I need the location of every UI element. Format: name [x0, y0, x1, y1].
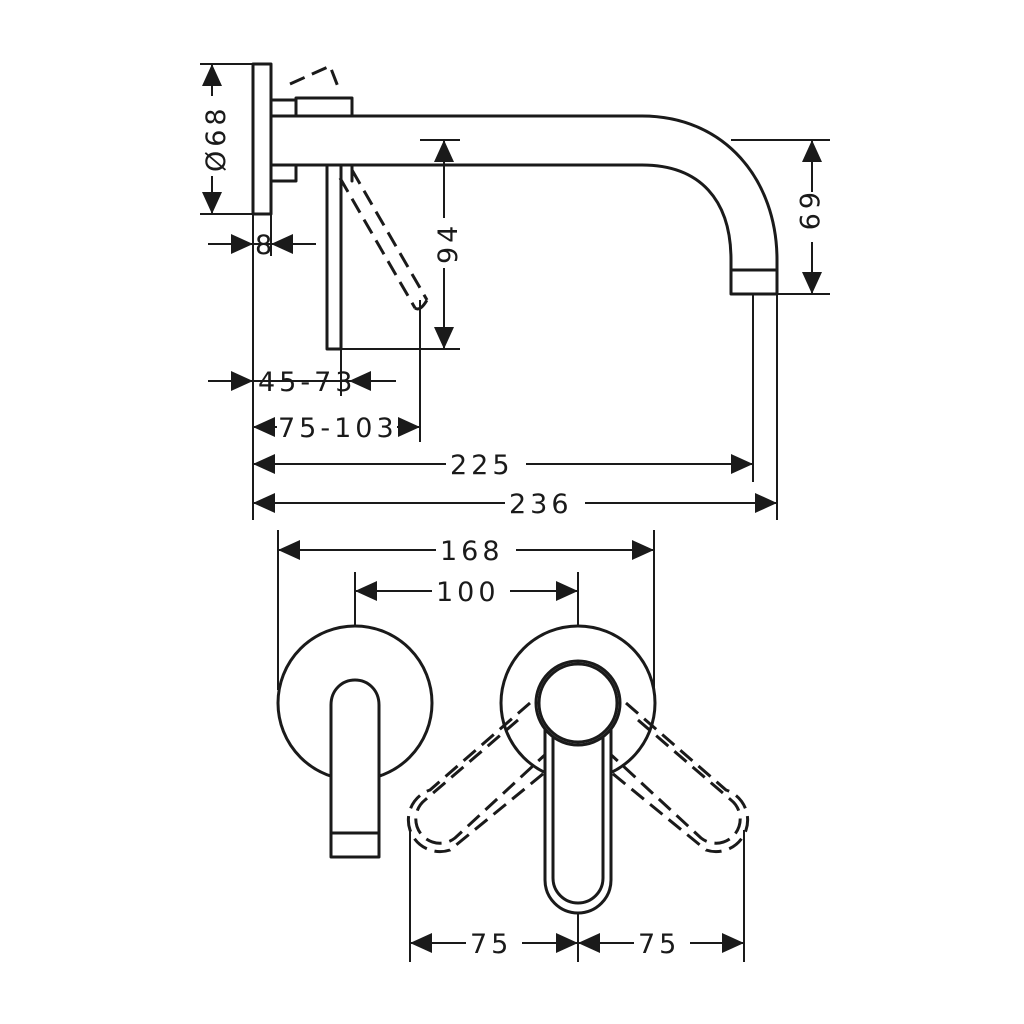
dim-label-lever-drop: 94	[433, 222, 464, 264]
arrow	[231, 371, 253, 391]
arrow	[271, 234, 293, 254]
side-view: Ø68 8 94 69 45-73 75-103 225	[196, 62, 830, 520]
arrow	[802, 140, 822, 162]
lever-swing-right-dashed-inner	[606, 718, 742, 845]
arrow	[731, 454, 753, 474]
arrow	[802, 272, 822, 294]
mixer-neck	[269, 98, 354, 183]
arrow	[722, 933, 744, 953]
dim-label-spout-height: 69	[793, 192, 824, 234]
arrow	[755, 493, 777, 513]
dim-label-lever-range-b: 75-103	[278, 413, 398, 444]
dim-label-center-distance: 100	[436, 577, 500, 608]
arrow	[231, 234, 253, 254]
dim-label-overall-projection: 236	[509, 489, 573, 520]
arrow	[349, 371, 371, 391]
lever-front-inner	[551, 723, 605, 905]
spout	[269, 114, 779, 296]
lever-swing-right-dashed	[595, 701, 750, 854]
arrow	[410, 933, 432, 953]
arrow	[556, 581, 578, 601]
dim-label-diameter: Ø68	[201, 104, 232, 172]
dim-label-thickness: 8	[255, 230, 276, 261]
arrow	[253, 417, 275, 437]
lever-swing-dashed-lower	[338, 169, 429, 311]
arrow	[253, 493, 275, 513]
arrow	[556, 933, 578, 953]
arrow	[202, 192, 222, 214]
lever-swing-dashed-upper	[289, 63, 342, 93]
arrow	[398, 417, 420, 437]
arrow	[632, 540, 654, 560]
arrow	[434, 140, 454, 162]
spout-front	[329, 678, 381, 859]
arrow	[253, 454, 275, 474]
dim-label-swing-left: 75	[470, 929, 512, 960]
arrow	[278, 540, 300, 560]
mixer-body	[294, 96, 354, 118]
arrow	[355, 581, 377, 601]
front-view: 168 100 75 75	[276, 530, 750, 962]
lever-swing-left-dashed-inner	[414, 718, 550, 845]
dim-label-lever-range-a: 45-73	[258, 367, 356, 398]
lever	[325, 163, 343, 351]
arrow	[434, 327, 454, 349]
mixer-knob-inner	[537, 662, 619, 744]
lever-front-outer	[543, 713, 613, 915]
dim-label-spout-projection: 225	[450, 450, 514, 481]
dim-label-swing-right: 75	[638, 929, 680, 960]
wall-rosette-plate	[251, 62, 273, 216]
arrow	[578, 933, 600, 953]
arrow	[202, 64, 222, 86]
dim-label-overall-width: 168	[440, 536, 504, 567]
